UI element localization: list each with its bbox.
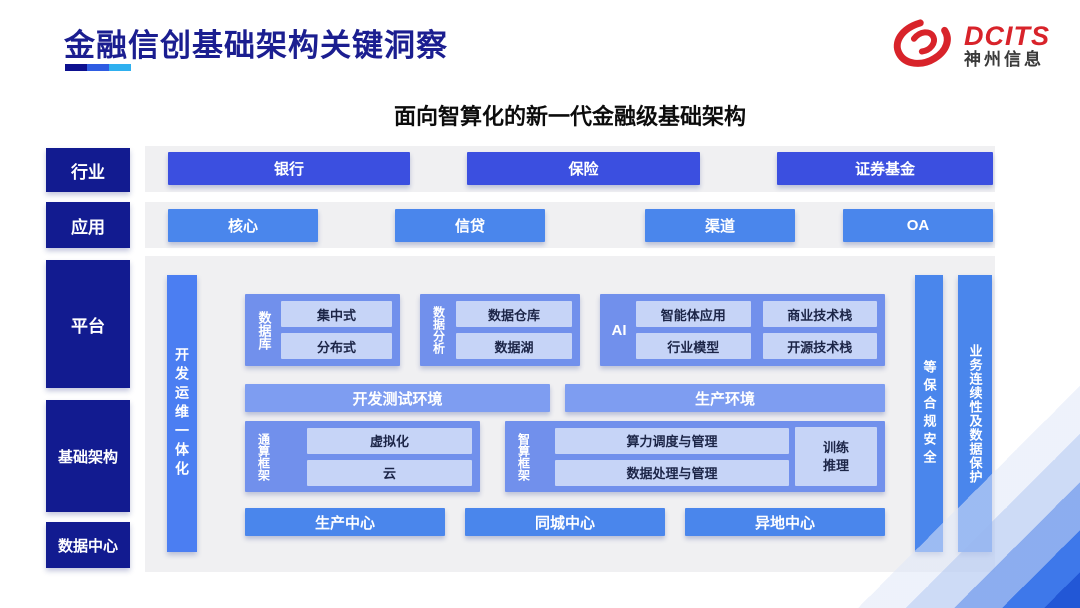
logo-company-name: 神州信息 <box>964 49 1044 69</box>
general-framework-label: 通算框架 <box>256 432 271 481</box>
general-framework-group: 通算框架 虚拟化 云 <box>245 421 480 492</box>
rail-industry: 行业 <box>46 148 130 192</box>
logo-text: DCITS 神州信息 <box>964 22 1050 68</box>
aifw-train-inference-box: 训练 推理 <box>795 427 877 486</box>
app-box-core: 核心 <box>168 209 318 242</box>
analytics-group: 数据分析 数据仓库 数据湖 <box>420 294 580 366</box>
underline-segment-mid <box>87 64 109 71</box>
ai-item-opensource-stack: 开源技术栈 <box>762 333 877 359</box>
db-item-distributed: 分布式 <box>281 333 392 359</box>
gfw-item-cloud: 云 <box>307 459 472 486</box>
security-compliance-bar: 等保合规安全 <box>915 275 943 552</box>
industry-box-insurance: 保险 <box>467 152 700 185</box>
dev-test-env-box: 开发测试环境 <box>245 384 550 412</box>
company-logo: DCITS 神州信息 <box>890 16 1050 75</box>
underline-segment-dark <box>65 64 87 71</box>
rail-application: 应用 <box>46 202 130 248</box>
industry-box-securities: 证券基金 <box>777 152 993 185</box>
production-env-box: 生产环境 <box>565 384 885 412</box>
ai-item-industry-model: 行业模型 <box>636 333 751 359</box>
app-box-credit: 信贷 <box>395 209 545 242</box>
center-box-remote: 异地中心 <box>685 508 885 536</box>
diagram-title: 面向智算化的新一代金融级基础架构 <box>393 104 746 129</box>
ai-framework-label: 智算框架 <box>516 432 531 481</box>
logo-brand: DCITS <box>964 21 1050 52</box>
ai-group-label: AI <box>611 321 627 339</box>
ai-group: AI 智能体应用 商业技术栈 行业模型 开源技术栈 <box>600 294 885 366</box>
app-box-oa: OA <box>843 209 993 242</box>
underline-segment-light <box>109 64 131 71</box>
rail-platform: 平台 <box>46 260 130 388</box>
app-box-channel: 渠道 <box>645 209 795 242</box>
center-box-same-city: 同城中心 <box>465 508 665 536</box>
aifw-item-data-processing: 数据处理与管理 <box>555 459 789 486</box>
gfw-item-virtualization: 虚拟化 <box>307 427 472 454</box>
database-group-label: 数据库 <box>256 310 272 350</box>
logo-swirl-icon <box>890 16 956 75</box>
industry-box-bank: 银行 <box>168 152 410 185</box>
aifw-item-compute-scheduling: 算力调度与管理 <box>555 427 789 454</box>
ai-item-agent-app: 智能体应用 <box>636 301 751 327</box>
db-item-centralized: 集中式 <box>281 301 392 327</box>
rail-datacenter: 数据中心 <box>46 522 130 568</box>
devops-vertical-bar: 开发运维一体化 <box>167 275 197 552</box>
ai-framework-group: 智算框架 算力调度与管理 数据处理与管理 训练 推理 <box>505 421 885 492</box>
page-title: 金融信创基础架构关键洞察 <box>64 28 448 63</box>
center-box-production: 生产中心 <box>245 508 445 536</box>
ai-item-commercial-stack: 商业技术栈 <box>762 301 877 327</box>
analytics-item-lake: 数据湖 <box>456 333 572 359</box>
rail-infrastructure: 基础架构 <box>46 400 130 512</box>
business-continuity-bar: 业务连续性及数据保护 <box>958 275 992 552</box>
title-underline <box>65 64 131 71</box>
analytics-item-warehouse: 数据仓库 <box>456 301 572 327</box>
database-group: 数据库 集中式 分布式 <box>245 294 400 366</box>
analytics-group-label: 数据分析 <box>431 306 446 354</box>
